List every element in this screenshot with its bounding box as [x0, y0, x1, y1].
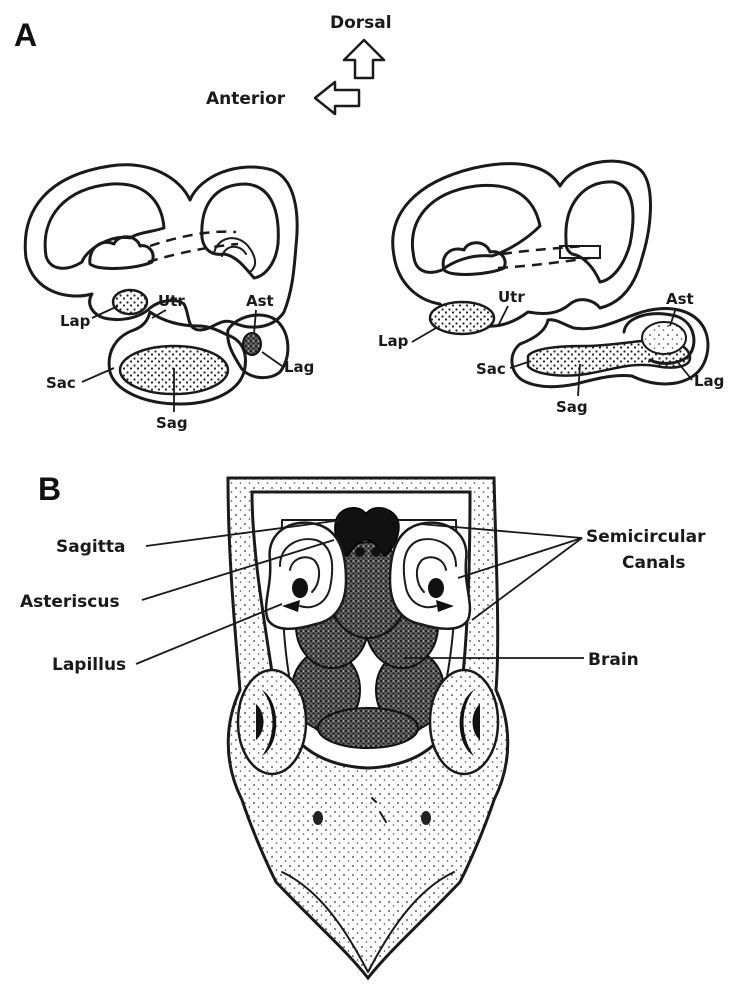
- panel-b-label: B: [38, 471, 61, 507]
- asteriscus-otolith-left: [243, 333, 261, 355]
- fish-head-illustration: [228, 478, 508, 978]
- orientation-indicator: Dorsal Anterior: [206, 13, 392, 114]
- sac-label-right: Sac: [476, 360, 506, 378]
- brain-label: Brain: [588, 650, 639, 670]
- lag-label-left: Lag: [284, 358, 314, 376]
- utr-label-left: Utr: [158, 292, 185, 310]
- anterior-arrow-icon: [315, 82, 359, 114]
- inner-ear-right-head: [390, 523, 470, 629]
- nostril-left: [313, 811, 323, 825]
- lapillus-otolith-right: [430, 302, 494, 334]
- panel-a-label: A: [14, 17, 37, 53]
- nostril-right: [421, 811, 431, 825]
- inner-ear-left-head: [266, 523, 346, 629]
- asteriscus-otolith-right: [642, 322, 686, 354]
- sag-label-right: Sag: [556, 398, 588, 416]
- ear-diagram-left: Lap Utr Ast Sac Lag Sag: [25, 165, 314, 432]
- asteriscus-label: Asteriscus: [20, 592, 120, 612]
- anterior-label: Anterior: [206, 89, 286, 109]
- ast-label-right: Ast: [666, 290, 694, 308]
- canal-dashed-left: [150, 232, 236, 246]
- sagitta-label: Sagitta: [56, 537, 125, 557]
- lapillus-otolith-left: [113, 290, 147, 314]
- sac-label-left: Sac: [46, 374, 76, 392]
- lapillus-label: Lapillus: [52, 655, 126, 675]
- canal-right-inner: [202, 184, 278, 278]
- sag-label-left: Sag: [156, 414, 188, 432]
- lap-label-right: Lap: [378, 332, 409, 350]
- ast-label-left: Ast: [246, 292, 274, 310]
- semicircular-canals-label-line2: Canals: [622, 553, 685, 573]
- lap-label-left: Lap: [60, 312, 91, 330]
- utr-label-right: Utr: [498, 288, 525, 306]
- dorsal-label: Dorsal: [330, 13, 392, 33]
- dorsal-arrow-icon: [344, 40, 384, 78]
- eye-left: [238, 670, 306, 774]
- lag-label-right: Lag: [694, 372, 724, 390]
- canal-left-inner: [45, 184, 164, 268]
- asteriscus-otolith-head: [292, 578, 308, 598]
- ear-diagram-right: Lap Utr Ast Sac Lag Sag: [378, 161, 724, 416]
- semicircular-canals-label-line1: Semicircular: [586, 527, 706, 547]
- eye-right: [430, 670, 498, 774]
